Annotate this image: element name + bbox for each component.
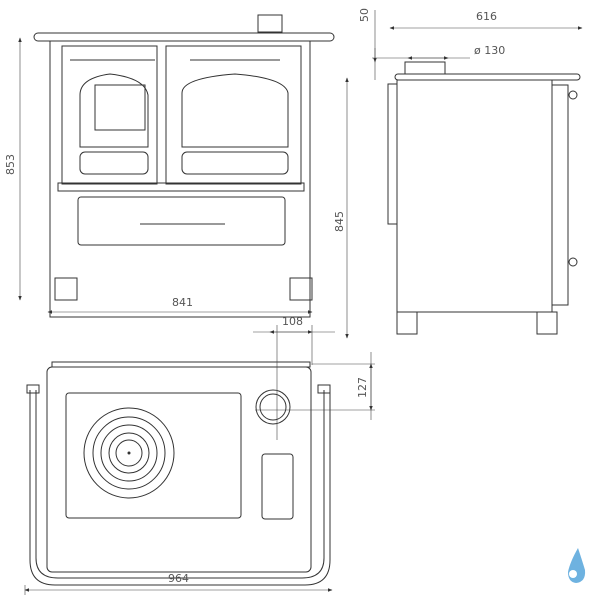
firebox-vent [79, 151, 149, 175]
firebox-door [61, 45, 158, 185]
dim-845: 845 [333, 211, 346, 232]
firebox-glass [94, 84, 146, 131]
top-plate [46, 366, 312, 573]
oven-door [165, 45, 302, 185]
side-front-foot [396, 311, 418, 335]
left-foot [54, 277, 78, 301]
dim-50: 50 [358, 8, 371, 22]
rail-bracket [317, 384, 331, 394]
firebox-window [79, 73, 149, 148]
ash-slot [261, 453, 294, 520]
flue-collar [257, 14, 283, 33]
dim-108: 108 [282, 315, 303, 328]
control-strip [57, 182, 305, 192]
dim-127: 127 [356, 377, 369, 398]
dim-841: 841 [172, 296, 193, 309]
hob-plate [65, 392, 242, 519]
drawer [77, 196, 286, 246]
top-view: 108 127 964 [24, 315, 375, 595]
side-rear-foot [536, 311, 558, 335]
side-door-profile [387, 83, 398, 225]
dim-853: 853 [4, 154, 17, 175]
oven-vent [181, 151, 289, 175]
top-back-edge [51, 361, 311, 368]
side-flue [404, 61, 446, 75]
front-view: 853 841 [4, 14, 335, 318]
hob-ring [83, 407, 175, 499]
side-back [551, 84, 569, 306]
dim-964: 964 [168, 572, 189, 585]
side-body [396, 79, 553, 313]
dim-616: 616 [476, 10, 497, 23]
side-knob [568, 90, 578, 100]
brand-logo-icon [568, 548, 586, 583]
side-knob [568, 257, 578, 267]
front-body [49, 40, 311, 318]
top-rail [33, 32, 335, 42]
flue-outlet [255, 389, 291, 425]
rail-bracket [26, 384, 40, 394]
right-foot [289, 277, 313, 301]
oven-window [181, 73, 289, 148]
side-view: 50 616 ø 130 845 [333, 8, 583, 339]
towel-rail [29, 390, 331, 586]
dim-flue-diameter: ø 130 [474, 44, 505, 57]
side-top-rail [394, 73, 581, 81]
